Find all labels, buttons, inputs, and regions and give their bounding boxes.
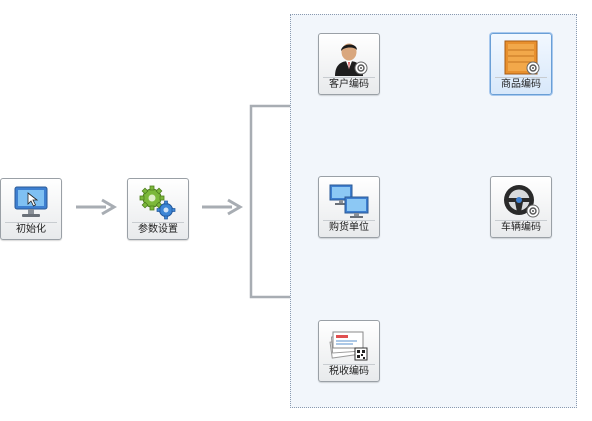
bracket-connector [249, 104, 292, 299]
gears-icon [136, 184, 180, 222]
vehicle-code-label: 车辆编码 [501, 222, 541, 233]
box-gear-icon [499, 39, 543, 77]
tax-code-label: 税收编码 [329, 366, 369, 377]
arrow-icon [76, 198, 117, 216]
init-button[interactable]: 初始化 [0, 178, 62, 240]
init-label: 初始化 [16, 224, 46, 235]
customer-code-button[interactable]: 客户编码 [318, 33, 380, 95]
buyer-unit-button[interactable]: 购货单位 [318, 176, 380, 238]
monitor-cursor-icon [9, 184, 53, 222]
network-computers-icon [327, 182, 371, 220]
product-code-label: 商品编码 [501, 79, 541, 90]
tax-code-button[interactable]: 税收编码 [318, 320, 380, 382]
steering-wheel-gear-icon [499, 182, 543, 220]
tickets-qr-icon [327, 326, 371, 364]
params-label: 参数设置 [138, 224, 178, 235]
params-button[interactable]: 参数设置 [127, 178, 189, 240]
vehicle-code-button[interactable]: 车辆编码 [490, 176, 552, 238]
arrow-icon [202, 198, 243, 216]
person-gear-icon [327, 39, 371, 77]
product-code-button[interactable]: 商品编码 [490, 33, 552, 95]
buyer-unit-label: 购货单位 [329, 222, 369, 233]
customer-code-label: 客户编码 [329, 79, 369, 90]
